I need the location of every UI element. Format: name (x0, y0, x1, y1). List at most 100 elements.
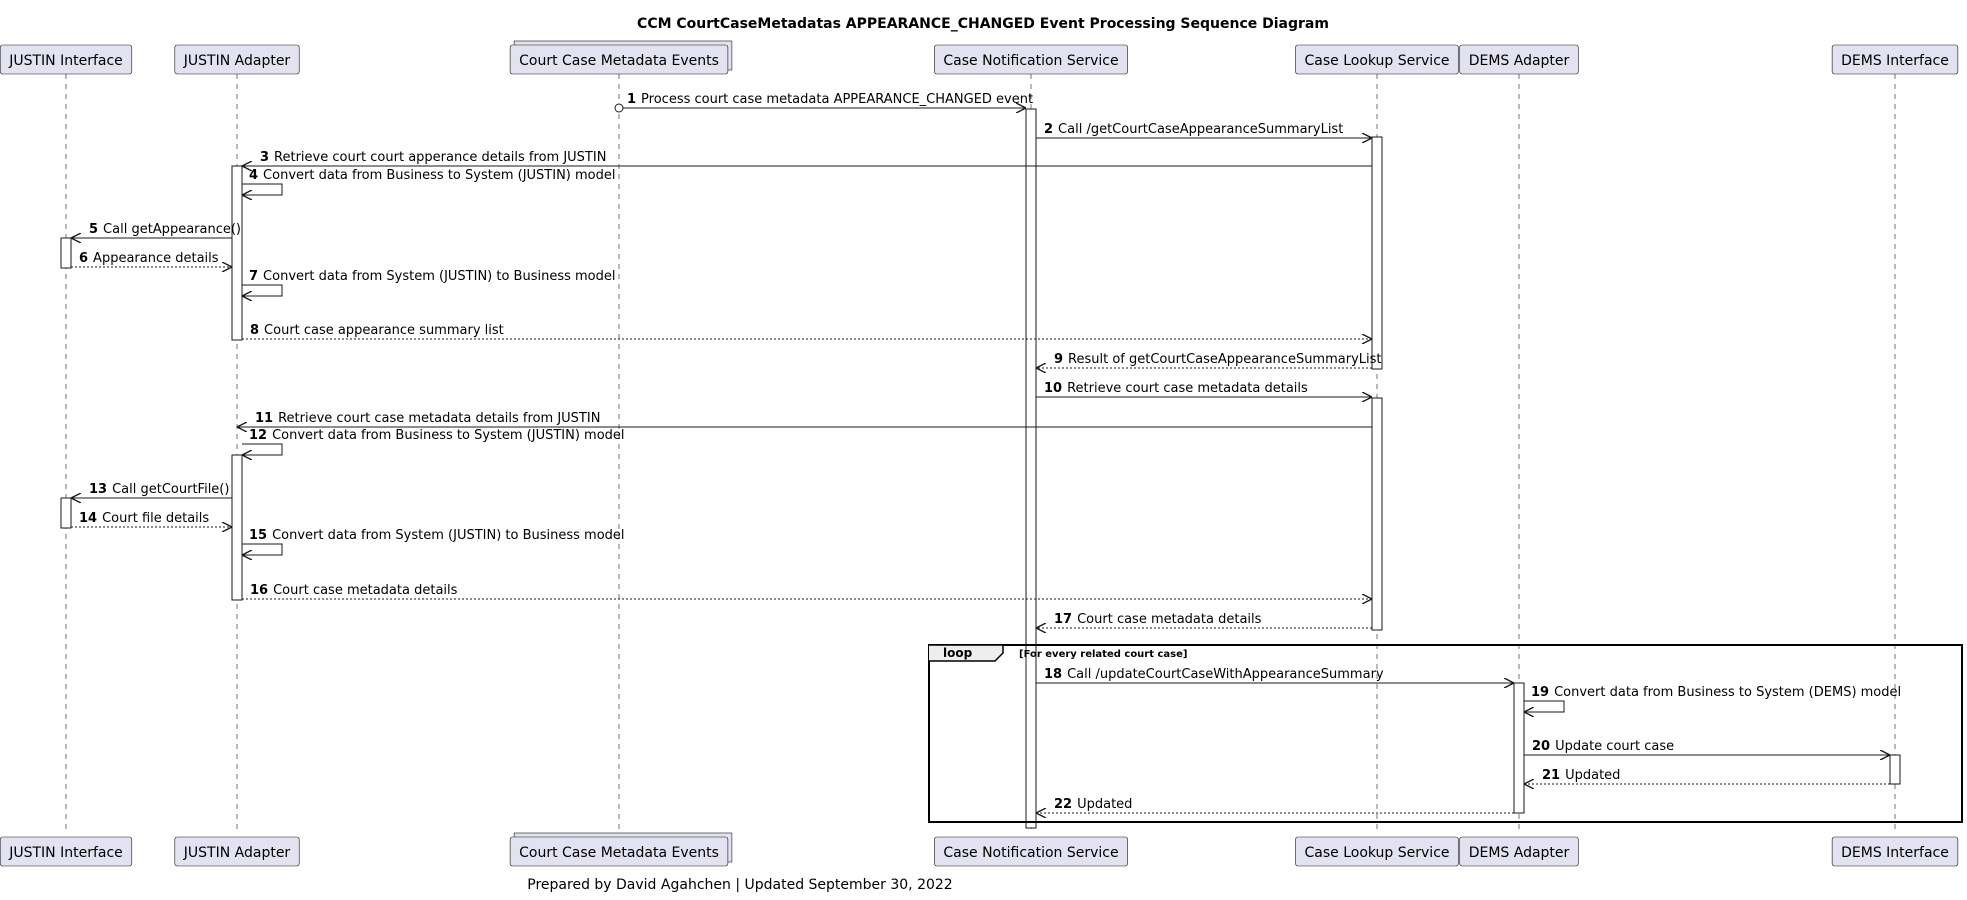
message-label-3: 3 Retrieve court court apperance details … (260, 150, 606, 165)
participant-di-top: DEMS Interface (1831, 44, 1959, 75)
message-label-11: 11 Retrieve court case metadata details f… (255, 411, 600, 426)
message-4: 4 Convert data from Business to System (J… (242, 168, 616, 195)
message-number-12: 12 (249, 428, 267, 443)
message-number-6: 6 (79, 251, 88, 266)
participant-box-ev-top (509, 44, 729, 75)
loop-tab (929, 644, 1004, 662)
message-label-22: 22 Updated (1054, 797, 1132, 812)
participant-box-cl-bottom (1295, 836, 1459, 867)
message-label-8: 8 Court case appearance summary list (250, 323, 504, 338)
participant-label-di-top: DEMS Interface (1841, 53, 1949, 69)
participant-label-da-bottom: DEMS Adapter (1469, 845, 1570, 861)
message-start-circle-1 (614, 103, 624, 113)
message-number-22: 22 (1054, 797, 1072, 812)
message-5: 5 Call getAppearance() (71, 222, 241, 238)
message-text-5: Call getAppearance() (103, 222, 241, 237)
activation-bar-cl-2 (1371, 136, 1383, 370)
loop-label: loop (943, 646, 973, 660)
participant-box-cn-bottom (934, 836, 1128, 867)
participant-label-ji-bottom: JUSTIN Interface (8, 845, 123, 861)
participant-box-ev-bottom (509, 836, 729, 867)
participant-label-ja-bottom: JUSTIN Adapter (183, 845, 291, 861)
message-text-22: Updated (1077, 797, 1132, 812)
message-number-7: 7 (249, 269, 258, 284)
message-text-13: Call getCourtFile() (112, 482, 229, 497)
participant-box-da-top (1459, 44, 1579, 75)
message-text-11: Retrieve court case metadata details fro… (278, 411, 600, 426)
participant-cl-top: Case Lookup Service (1295, 44, 1459, 75)
participant-label-ja-top: JUSTIN Adapter (183, 53, 291, 69)
participant-ev-top: Court Case Metadata Events (509, 40, 733, 75)
activation-bar-ja-4 (231, 165, 243, 341)
message-text-12: Convert data from Business to System (JU… (272, 428, 624, 443)
participant-label-cl-bottom: Case Lookup Service (1304, 845, 1449, 861)
participant-box-cl-top (1295, 44, 1459, 75)
participant-label-di-bottom: DEMS Interface (1841, 845, 1949, 861)
activation-bar-ja-5 (231, 454, 243, 601)
participant-ja-bottom: JUSTIN Adapter (174, 836, 300, 867)
message-text-3: Retrieve court court apperance details f… (274, 150, 606, 165)
message-text-2: Call /getCourtCaseAppearanceSummaryList (1058, 122, 1343, 137)
participant-label-ji-top: JUSTIN Interface (8, 53, 123, 69)
message-text-8: Court case appearance summary list (264, 323, 504, 338)
participant-cn-bottom: Case Notification Service (934, 836, 1128, 867)
message-number-20: 20 (1532, 739, 1550, 754)
message-number-4: 4 (249, 168, 258, 183)
participant-cl-bottom: Case Lookup Service (1295, 836, 1459, 867)
message-number-21: 21 (1542, 768, 1560, 783)
message-number-9: 9 (1054, 352, 1063, 367)
message-number-5: 5 (89, 222, 98, 237)
message-number-14: 14 (79, 511, 97, 526)
participant-box-di-bottom (1831, 836, 1959, 867)
message-text-14: Court file details (102, 511, 209, 526)
participant-da-top: DEMS Adapter (1459, 44, 1579, 75)
message-number-2: 2 (1044, 122, 1053, 137)
participant-di-bottom: DEMS Interface (1831, 836, 1959, 867)
message-number-11: 11 (255, 411, 273, 426)
message-number-13: 13 (89, 482, 107, 497)
message-11: 11 Retrieve court case metadata details f… (237, 411, 1372, 427)
message-2: 2 Call /getCourtCaseAppearanceSummaryList (1036, 122, 1372, 138)
message-number-8: 8 (250, 323, 259, 338)
activation-bars (60, 108, 1901, 829)
message-3: 3 Retrieve court court apperance details … (242, 150, 1372, 166)
message-label-2: 2 Call /getCourtCaseAppearanceSummaryList (1044, 122, 1343, 137)
message-14: 14 Court file details (71, 511, 232, 527)
message-label-5: 5 Call getAppearance() (89, 222, 241, 237)
message-label-12: 12 Convert data from Business to System (… (249, 428, 625, 443)
activation-bar-cl-3 (1371, 397, 1383, 631)
message-text-1: Process court case metadata APPEARANCE_C… (641, 92, 1033, 107)
message-13: 13 Call getCourtFile() (71, 482, 232, 498)
participant-ji-top: JUSTIN Interface (0, 44, 133, 75)
message-text-15: Convert data from System (JUSTIN) to Bus… (272, 528, 624, 543)
activation-bar-cn-1 (1025, 108, 1037, 829)
activation-bar-ji-6 (60, 237, 72, 269)
message-number-3: 3 (260, 150, 269, 165)
participant-label-ev-top: Court Case Metadata Events (519, 53, 719, 69)
message-arrow-7 (242, 284, 283, 296)
message-number-18: 18 (1044, 667, 1062, 682)
message-arrow-4 (242, 183, 283, 195)
message-22: 22 Updated (1036, 797, 1514, 813)
message-text-4: Convert data from Business to System (JU… (263, 168, 615, 183)
diagram-title: CCM CourtCaseMetadatas APPEARANCE_CHANGE… (637, 16, 1329, 32)
message-number-17: 17 (1054, 612, 1072, 627)
